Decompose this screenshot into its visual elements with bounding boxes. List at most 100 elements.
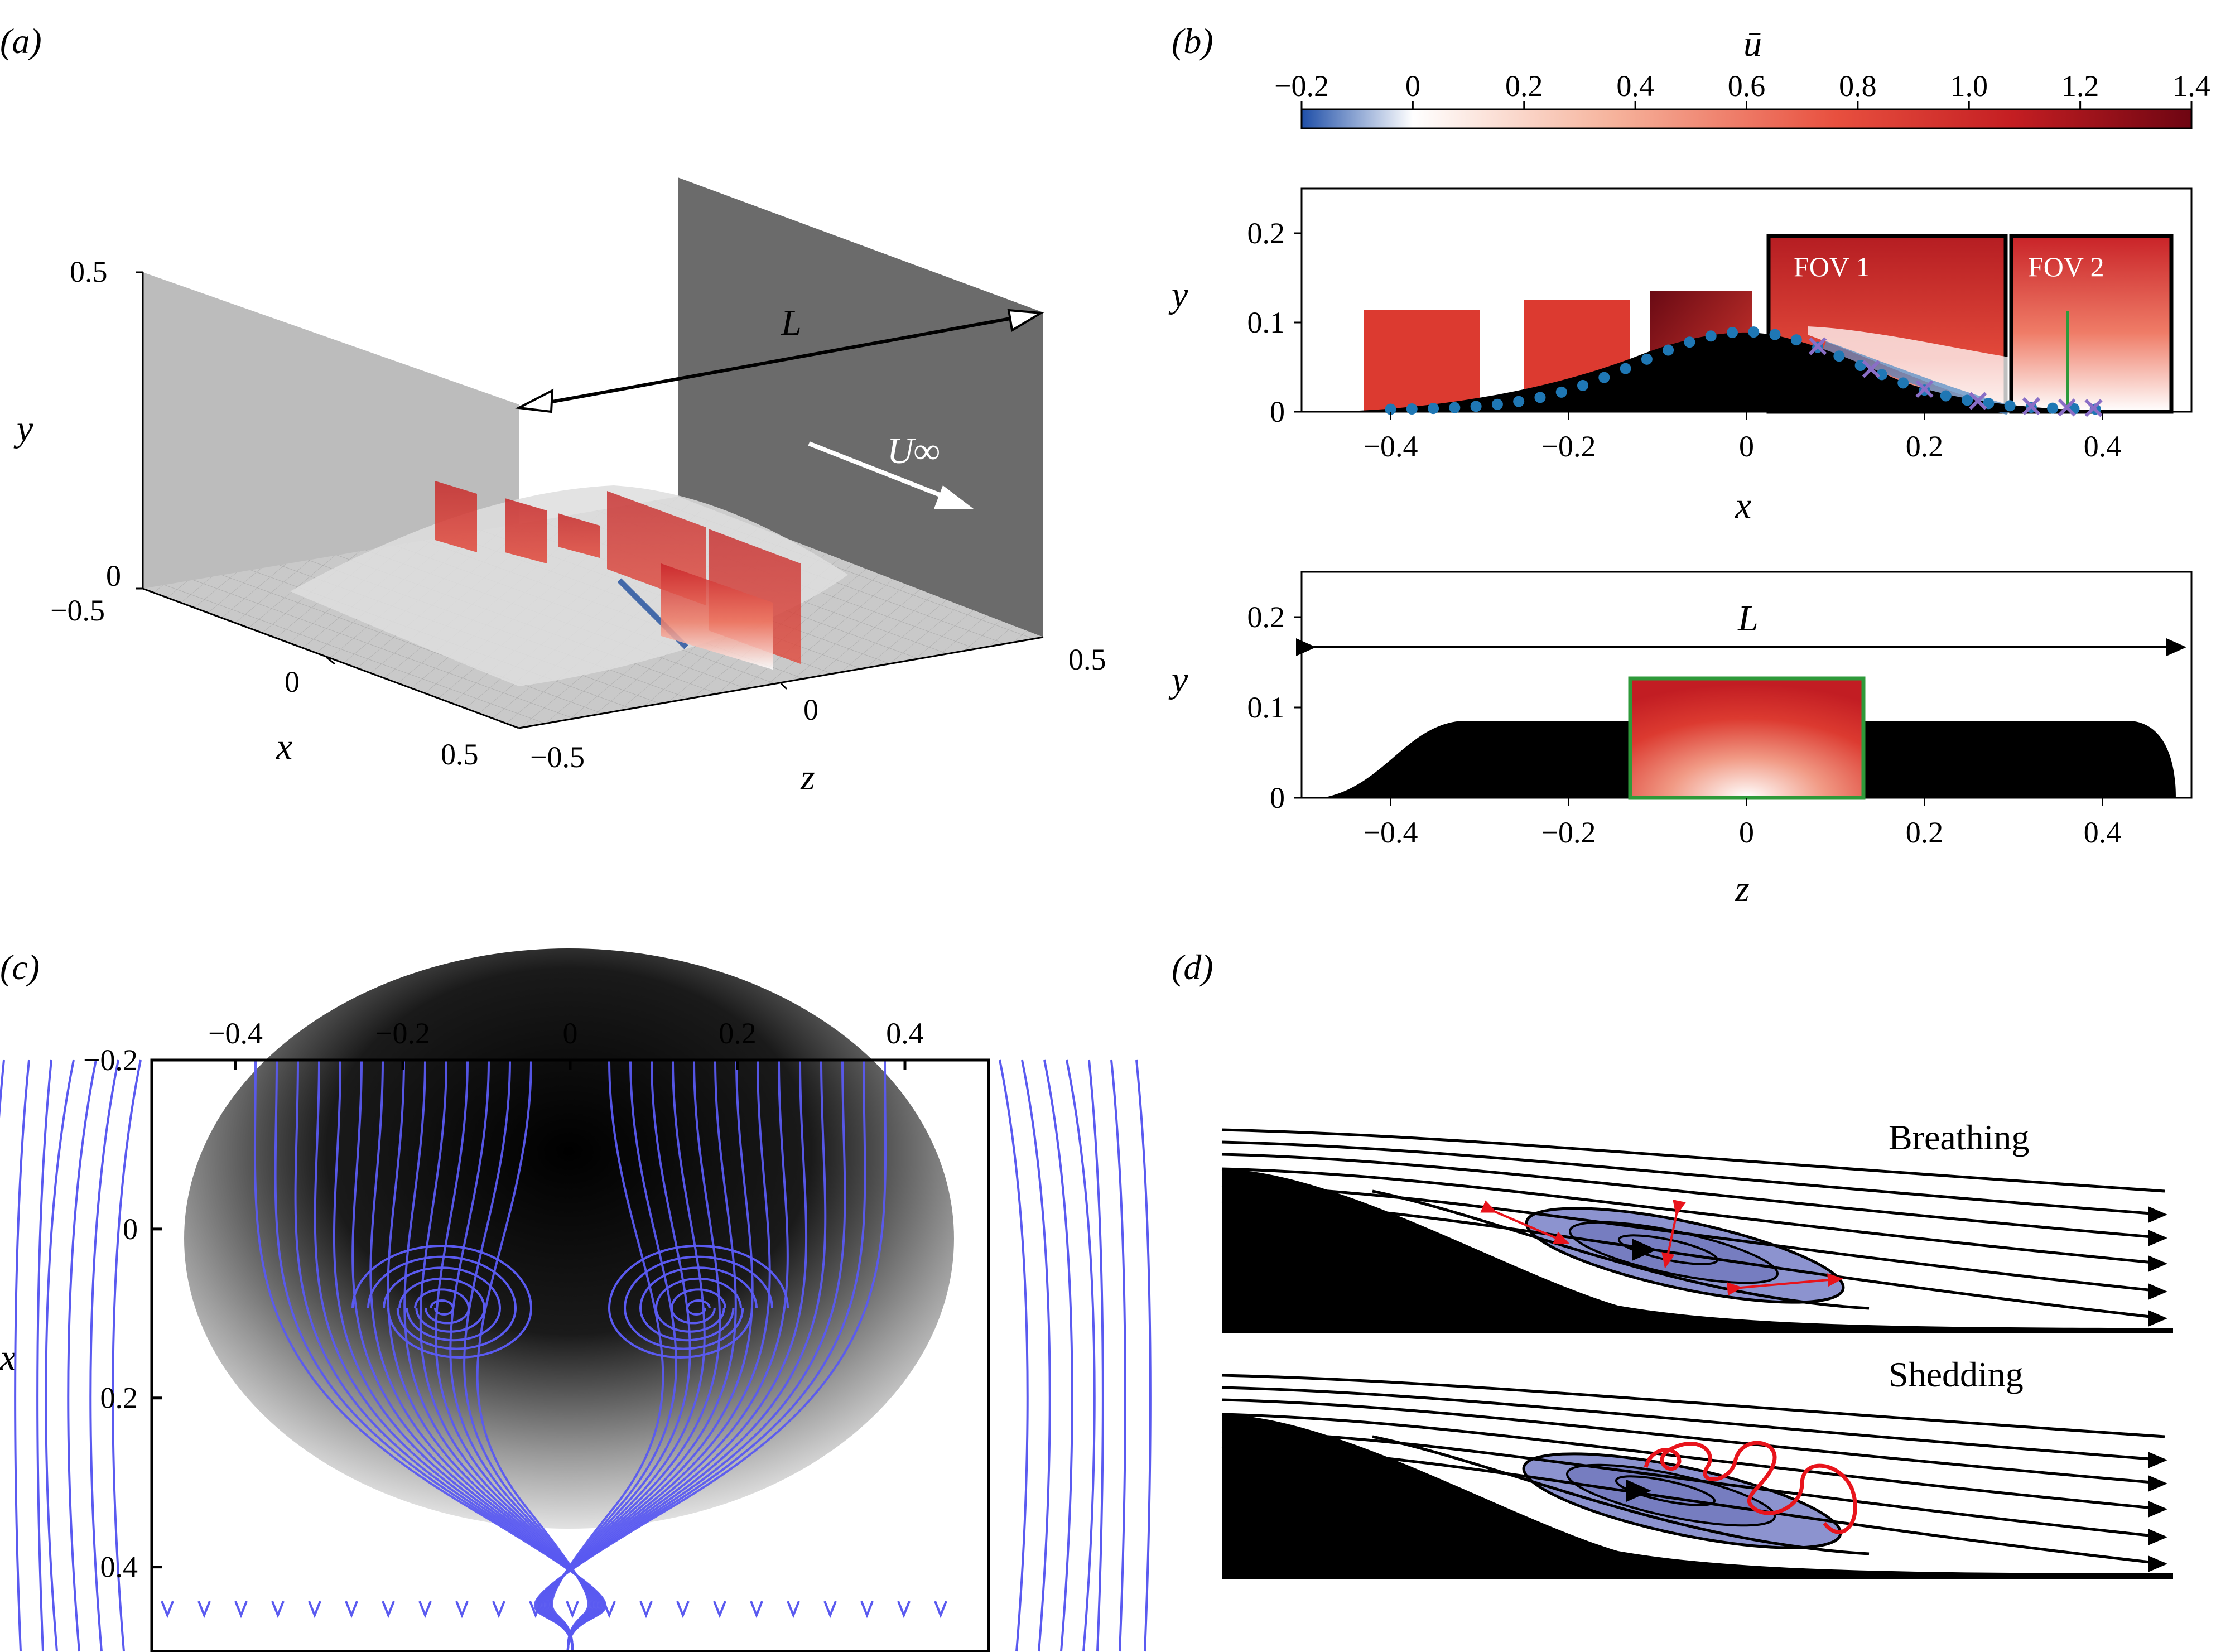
d-streamline	[1221, 1374, 2165, 1438]
c-arrow	[787, 1601, 800, 1619]
c-arrow	[308, 1601, 321, 1619]
d-arrowhead	[2148, 1452, 2167, 1468]
x-tick-label: 0.4	[2084, 430, 2122, 463]
d-arrowhead	[2148, 1206, 2167, 1223]
pressure-tap	[1534, 392, 1546, 403]
breathing-streamlines	[1221, 1128, 2167, 1327]
c-streamlines	[0, 1059, 1152, 1652]
c-arrow	[492, 1601, 505, 1619]
c-spiral	[623, 1255, 773, 1350]
fov-2-box	[2009, 234, 2174, 414]
d-streamline	[1221, 1153, 2165, 1240]
c-arrow	[897, 1601, 911, 1619]
c-streamline	[1110, 1059, 1126, 1652]
c-spiral	[414, 1288, 470, 1325]
c-spiral	[383, 1266, 502, 1342]
c-z-tick-label: −0.4	[208, 1017, 263, 1050]
c-streamline	[1135, 1059, 1152, 1652]
plane-3	[558, 513, 600, 558]
d-arrowhead	[2148, 1475, 2167, 1492]
panel-c-label: (c)	[0, 947, 40, 987]
c-arrow	[197, 1601, 211, 1619]
pressure-tap	[1513, 396, 1525, 407]
x-tick-label: 0	[1739, 816, 1754, 849]
x-tick-label: 0.2	[1906, 430, 1944, 463]
a-y-tick-0: 0.5	[70, 255, 108, 288]
x-tick-label: −0.2	[1541, 430, 1596, 463]
c-streamline	[253, 1059, 607, 1652]
a-y-tick-1: 0	[106, 559, 121, 593]
breathing-red-arrow-1	[1480, 1200, 1570, 1244]
c-arrow	[345, 1601, 358, 1619]
y-tick-label: 0.2	[1247, 216, 1285, 250]
hill-profile-x	[1322, 332, 2176, 412]
d-streamline	[1221, 1398, 2165, 1485]
a-z-tick-2: 0.5	[1068, 643, 1106, 676]
shedding-caption: Shedding	[1889, 1355, 2024, 1394]
d-arrowhead	[2148, 1283, 2167, 1300]
d-streamline	[1221, 1140, 2165, 1216]
pressure-tap	[1726, 327, 1738, 339]
c-arrow	[529, 1601, 542, 1619]
colorbar	[1300, 108, 2193, 129]
colorbar-tick-label: 0.4	[1616, 69, 1654, 103]
fov-2-label: FOV 2	[2028, 251, 2104, 282]
d-arrowhead	[2148, 1501, 2167, 1518]
a-y-label: y	[13, 408, 33, 449]
c-arrow	[382, 1601, 395, 1619]
measurement-cross	[2058, 398, 2076, 417]
c-spiral	[639, 1266, 758, 1342]
measurement-crosses	[1808, 337, 2103, 417]
d-streamline	[1221, 1128, 2165, 1193]
d-streamline	[1221, 1445, 2165, 1566]
a-z-tick-1: 0	[803, 693, 818, 726]
pressure-tap	[1663, 344, 1674, 356]
c-arrow	[161, 1601, 174, 1619]
panel-d-label: (d)	[1172, 947, 1213, 987]
pressure-tap	[1962, 394, 1973, 406]
window-1	[1364, 310, 1480, 412]
panel-c: (c) z x −0.4−0.200.20.4−0.200.20.4	[0, 947, 1152, 1652]
c-arrow	[603, 1601, 616, 1619]
y-tick-label: 0	[1270, 781, 1285, 815]
d-streamline	[1221, 1184, 2165, 1293]
panel-d: (d) Breathing Shedding	[1172, 947, 2173, 1579]
c-arrow	[676, 1601, 690, 1619]
colorbar-tick-label: 1.4	[2172, 69, 2210, 103]
c-spiral	[367, 1255, 517, 1350]
colorbar-tick-label: 1.2	[2061, 69, 2099, 103]
pressure-tap	[1940, 390, 1952, 402]
c-arrow	[639, 1601, 653, 1619]
d-streamline	[1221, 1413, 2165, 1511]
surface-pressure-taps	[1385, 326, 2101, 415]
measurement-cross	[1969, 392, 1987, 410]
length-arrowhead-left	[515, 388, 554, 413]
pressure-tap	[1555, 386, 1567, 398]
a-z-tick-0: −0.5	[530, 740, 585, 774]
c-arrow	[750, 1601, 763, 1619]
pressure-tap	[1620, 363, 1631, 374]
colorbar-tick-label: 0	[1405, 69, 1420, 103]
measurement-cross	[1808, 337, 1827, 355]
y-tick-label: 0.2	[1247, 600, 1285, 634]
c-streamline	[533, 1059, 887, 1652]
breathing-caption: Breathing	[1889, 1118, 2029, 1157]
pressure-tap	[1598, 372, 1610, 383]
c-streamline	[14, 1059, 30, 1652]
pressure-tap	[1684, 336, 1695, 348]
a-z-axis	[518, 636, 1044, 729]
c-arrow	[455, 1601, 469, 1619]
c-streamline	[112, 1059, 142, 1652]
pressure-tap	[1470, 401, 1482, 412]
c-arrow	[271, 1601, 285, 1619]
measurement-cross	[2022, 397, 2041, 416]
colorbar-tick-label: 0.6	[1728, 69, 1766, 103]
a-x-tick-2: 0.5	[441, 738, 479, 771]
c-arrow	[934, 1601, 947, 1619]
c-x-tick-label: −0.2	[83, 1043, 138, 1077]
colorbar-title: ū	[1743, 23, 1762, 64]
shedding-bubble-inner	[1615, 1475, 1716, 1506]
c-arrow	[823, 1601, 837, 1619]
measurement-cross	[1862, 360, 1880, 378]
